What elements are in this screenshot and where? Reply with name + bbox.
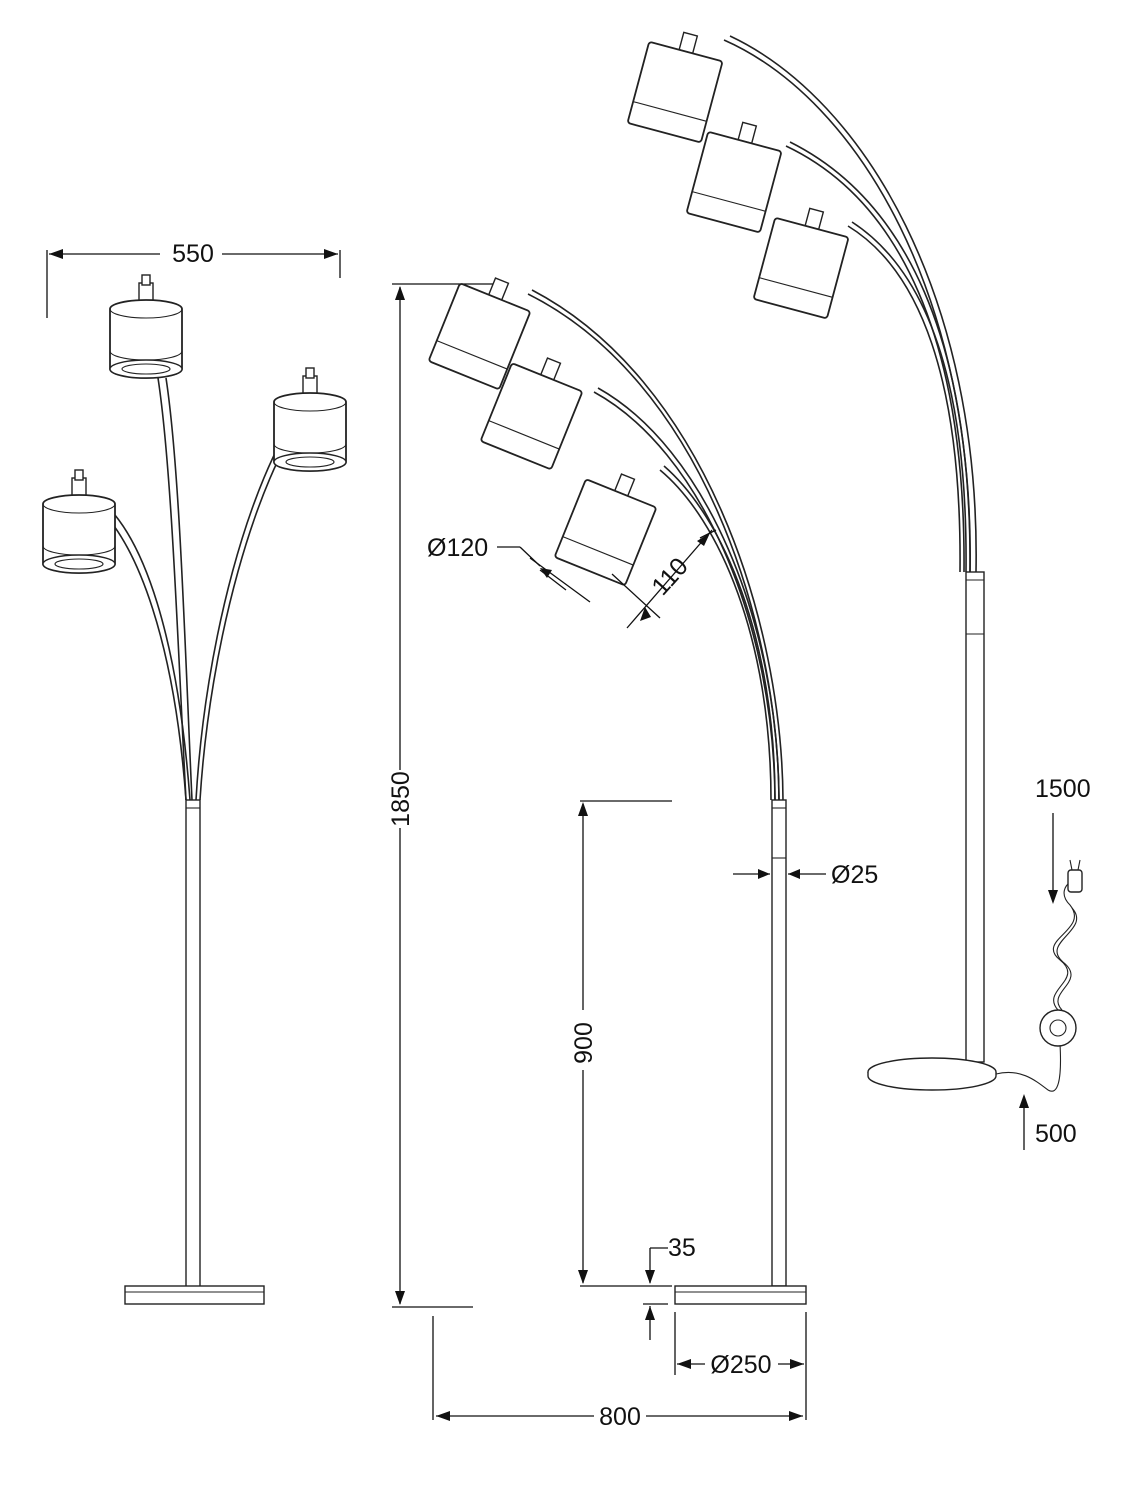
front-shade-top: [109, 274, 183, 379]
shade-diameter-dimension: Ø120: [427, 534, 591, 603]
lower-stem-label: 900: [570, 1022, 598, 1064]
width-label: 550: [172, 240, 214, 268]
front-shade-right: [273, 367, 347, 472]
height-label: 1850: [387, 771, 415, 827]
base-diameter-dimension: Ø250: [674, 1312, 807, 1420]
base-diameter-label: Ø250: [710, 1351, 771, 1379]
front-shade-left: [42, 469, 116, 574]
side-stem: [771, 799, 787, 1287]
persp-stem: [965, 571, 985, 1063]
side-shade-low: [553, 461, 665, 587]
stem-diameter-label: Ø25: [831, 861, 878, 889]
side-view: 1850 Ø120 110: [387, 265, 878, 1431]
switch-distance-label: 500: [1035, 1120, 1077, 1148]
cable-length-dimension: 1500: [1035, 775, 1091, 904]
front-base: [124, 1285, 265, 1305]
stem-diameter-dimension: Ø25: [733, 861, 878, 889]
width-dimension: 550: [46, 240, 341, 318]
shade-diameter-label: Ø120: [427, 534, 488, 562]
cable-length-label: 1500: [1035, 775, 1091, 803]
base-height-label: 35: [668, 1234, 696, 1262]
front-view: 550: [42, 240, 347, 1305]
plug-icon: [1067, 859, 1083, 893]
switch-distance-dimension: 500: [1019, 1094, 1077, 1150]
persp-shade-top: [626, 23, 729, 144]
side-base: [674, 1285, 807, 1305]
lower-stem-dimension: 900: [570, 800, 672, 1287]
persp-shade-low: [752, 199, 855, 320]
reach-dimension: 800: [432, 1316, 803, 1431]
reach-label: 800: [599, 1403, 641, 1431]
base-height-dimension: 35: [643, 1234, 696, 1340]
foot-switch-icon: [1039, 1009, 1077, 1047]
front-stem: [185, 799, 201, 1289]
perspective-view: 1500 500: [626, 23, 1091, 1150]
height-dimension: 1850: [387, 283, 500, 1308]
